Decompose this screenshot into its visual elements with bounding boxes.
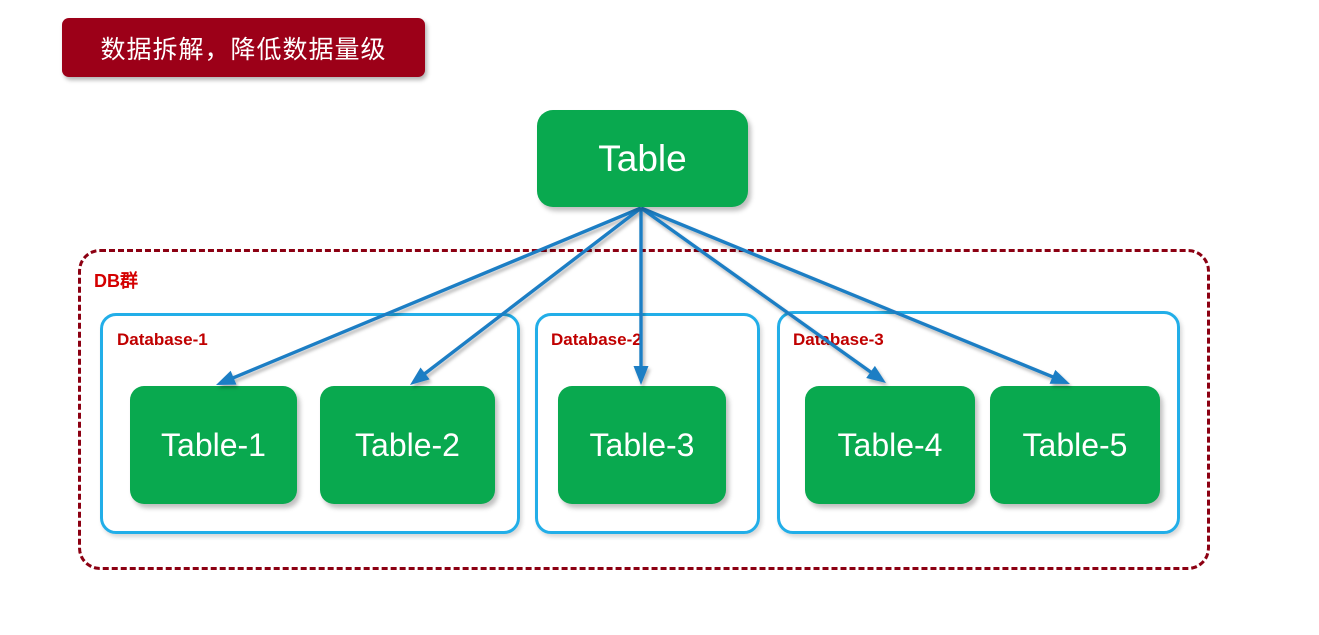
root-table-label: Table (598, 137, 687, 179)
database-label-1: Database-1 (117, 330, 208, 349)
table-box-2[interactable]: Table-2 (320, 386, 495, 504)
table-label-2: Table-2 (355, 426, 460, 463)
table-label-5: Table-5 (1022, 426, 1128, 463)
table-label-1: Table-1 (161, 426, 266, 463)
table-box-1[interactable]: Table-1 (130, 386, 297, 504)
db-group-label: DB群 (94, 271, 138, 291)
table-label-4: Table-4 (837, 426, 943, 463)
root-table-box[interactable]: Table (537, 110, 748, 207)
database-label-2: Database-2 (551, 330, 642, 349)
database-label-3: Database-3 (793, 330, 884, 349)
table-box-5[interactable]: Table-5 (990, 386, 1160, 504)
table-box-3[interactable]: Table-3 (558, 386, 726, 504)
table-box-4[interactable]: Table-4 (805, 386, 975, 504)
title-banner: 数据拆解，降低数据量级 (62, 18, 425, 77)
title-text: 数据拆解，降低数据量级 (100, 34, 387, 64)
table-label-3: Table-3 (589, 426, 695, 463)
